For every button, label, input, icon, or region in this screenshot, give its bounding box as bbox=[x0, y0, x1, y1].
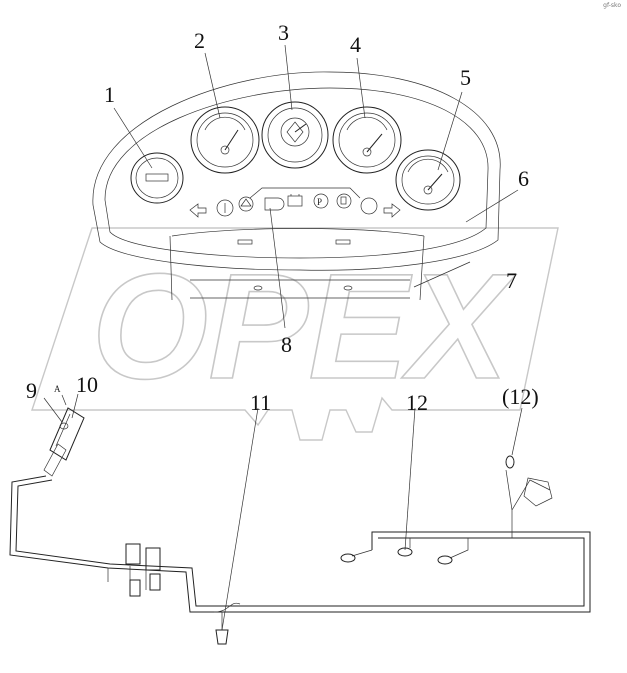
left-turn-arrow-icon bbox=[189, 203, 207, 218]
connector-d bbox=[149, 573, 161, 591]
svg-text:P: P bbox=[317, 197, 322, 207]
gauge-5 bbox=[395, 149, 461, 211]
parking-brake-icon bbox=[313, 193, 329, 209]
steering-switch: A bbox=[43, 384, 85, 477]
circle-one-icon bbox=[216, 199, 234, 217]
callout-4: 4 bbox=[350, 32, 361, 57]
connector-a bbox=[125, 543, 141, 565]
housing-inner bbox=[104, 87, 489, 259]
callout-12: 12 bbox=[406, 390, 428, 415]
gauge-3 bbox=[261, 101, 329, 169]
sensor-3 bbox=[437, 555, 453, 565]
sensor-2 bbox=[397, 547, 413, 557]
gauge-2 bbox=[190, 106, 260, 174]
sensor-1 bbox=[340, 553, 356, 563]
housing-slot-left bbox=[237, 239, 253, 245]
leader-lines bbox=[43, 44, 523, 631]
blank-lamp-icon bbox=[360, 197, 378, 215]
corner-mark: gf-sko bbox=[603, 2, 621, 9]
indicator-row: P bbox=[189, 187, 401, 218]
callout-11: 11 bbox=[250, 390, 271, 415]
housing-screw-right bbox=[343, 285, 353, 291]
callout-5: 5 bbox=[460, 65, 471, 90]
high-beam-icon bbox=[264, 197, 285, 211]
callout-12-paren: (12) bbox=[502, 384, 539, 409]
callout-7: 7 bbox=[506, 268, 517, 293]
callouts: 1 2 3 4 5 6 7 8 9 10 11 12 (12) bbox=[26, 20, 539, 415]
watermark-frame bbox=[31, 227, 559, 441]
connector-b bbox=[145, 547, 161, 571]
callout-1: 1 bbox=[104, 82, 115, 107]
warning-lamp-icon bbox=[238, 196, 254, 212]
gauge-4 bbox=[332, 106, 402, 174]
switch-label: A bbox=[54, 384, 61, 394]
connector-c bbox=[129, 579, 141, 597]
relay-body bbox=[523, 477, 553, 507]
wiring-harness bbox=[9, 455, 591, 645]
ground-terminal bbox=[215, 629, 229, 645]
housing-outer bbox=[92, 71, 501, 271]
callout-3: 3 bbox=[278, 20, 289, 45]
right-turn-arrow-icon bbox=[383, 203, 401, 218]
hour-meter bbox=[130, 152, 184, 204]
sensor-4 bbox=[505, 455, 515, 469]
watermark-text: OPEX bbox=[92, 242, 517, 410]
callout-8: 8 bbox=[281, 332, 292, 357]
fuel-lamp-icon bbox=[336, 193, 352, 209]
callout-10: 10 bbox=[76, 372, 98, 397]
indicator-plate bbox=[249, 187, 361, 199]
battery-icon bbox=[287, 195, 303, 207]
cluster-housing bbox=[92, 71, 501, 301]
callout-6: 6 bbox=[518, 166, 529, 191]
housing-screw-left bbox=[253, 285, 263, 291]
callout-2: 2 bbox=[194, 28, 205, 53]
housing-slot-right bbox=[335, 239, 351, 245]
callout-9: 9 bbox=[26, 378, 37, 403]
watermark-logo: OPEX bbox=[31, 227, 559, 441]
housing-lower-lip bbox=[169, 228, 425, 301]
